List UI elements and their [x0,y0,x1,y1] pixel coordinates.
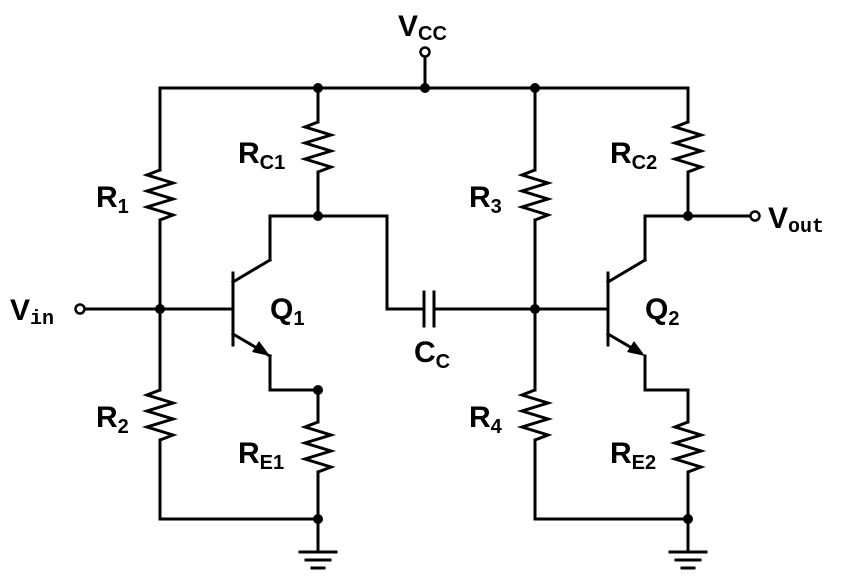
resistor-rc2 [669,120,707,174]
stage2-collector [669,86,761,222]
vin-input [74,303,235,315]
vout-terminal [749,210,761,222]
transistor-q1 [230,214,389,392]
label-rc2: RC2 [610,137,657,174]
resistor-re1 [299,420,337,474]
label-vout: Vout [768,202,824,239]
label-r1: R1 [96,181,129,218]
label-r3: R3 [469,181,502,218]
resistor-r3 [516,168,554,222]
stage1-collector [299,86,337,221]
label-q2: Q2 [645,293,679,330]
label-re2: RE2 [610,437,656,474]
stage1-emitter [299,385,337,554]
label-cc: CC [414,336,450,373]
ground-icon [668,550,708,570]
resistor-r1 [141,168,179,222]
vcc-terminal [419,46,431,58]
label-q1: Q1 [270,293,304,330]
resistor-r4 [516,388,554,442]
vcc-rail [158,46,690,93]
resistor-rc1 [299,120,337,174]
label-vcc: VCC [398,10,447,45]
label-r2: R2 [96,401,129,438]
vin-terminal [74,303,86,315]
label-re1: RE1 [238,437,284,474]
label-r4: R4 [469,401,503,438]
label-vin: Vin [10,294,54,331]
transistor-q2 [605,214,752,392]
coupling-capacitor [385,214,610,328]
label-rc1: RC1 [238,137,285,174]
stage2-bias-divider [516,86,690,521]
resistor-r2 [141,388,179,442]
stage2-emitter [669,388,707,554]
ground-icon [298,550,338,570]
resistor-re2 [669,420,707,474]
